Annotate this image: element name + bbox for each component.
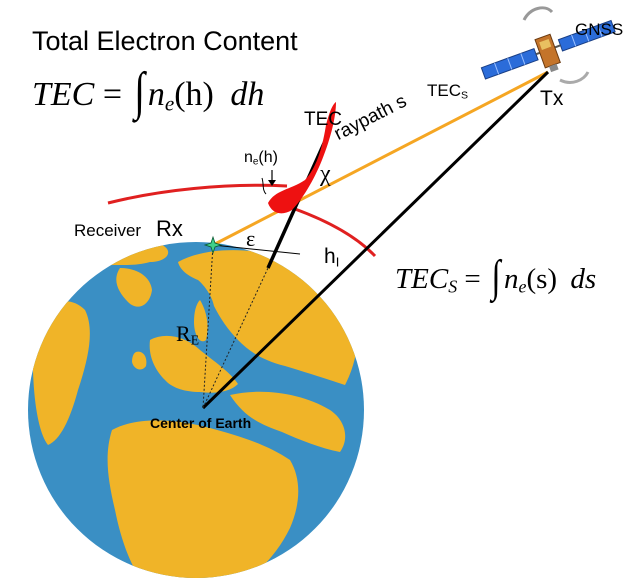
formula-vertical-lhs: TEC	[32, 76, 94, 113]
formula-slant: TECS = ∫ne(s) ds	[395, 265, 596, 295]
re-main: R	[176, 321, 191, 346]
hi-sub: I	[336, 254, 340, 269]
tecs-label-sub: S	[461, 90, 468, 102]
formula-vertical: TEC = ∫ne(h) dh	[32, 78, 264, 114]
formula-slant-diff: ds	[570, 263, 596, 295]
re-sub: E	[191, 332, 199, 347]
hi-main: h	[324, 245, 336, 268]
center-label: Center of Earth	[150, 416, 251, 430]
formula-vertical-diff: dh	[230, 76, 264, 113]
formula-slant-n: n	[504, 263, 519, 295]
formula-vertical-integral: ∫	[134, 67, 145, 120]
formula-vertical-n: n	[148, 76, 165, 113]
ne-h-arg: (h)	[258, 149, 278, 166]
formula-slant-eq: =	[464, 263, 480, 295]
formula-slant-integral: ∫	[491, 255, 500, 300]
chi-label: χ	[320, 162, 331, 186]
epsilon-label: ε	[246, 228, 255, 250]
tecs-label-main: TEC	[427, 81, 461, 100]
formula-vertical-n-sub: e	[165, 91, 174, 115]
ne-h-n: n	[244, 149, 253, 166]
rx-label: Rx	[156, 218, 183, 240]
formula-slant-arg: (s)	[526, 263, 557, 295]
ionosphere-upper-arc	[108, 185, 287, 203]
formula-vertical-eq: =	[103, 76, 122, 113]
diagram-title: Total Electron Content	[32, 28, 298, 55]
formula-slant-lhs: TEC	[395, 263, 448, 295]
hi-label: hI	[324, 246, 339, 268]
tx-label: Tx	[540, 88, 563, 109]
earth-globe	[28, 241, 364, 578]
receiver-label: Receiver	[74, 222, 141, 239]
formula-vertical-arg: (h)	[174, 76, 214, 113]
ne-h-label: ne(h)	[244, 150, 278, 167]
gnss-label: GNSS	[575, 21, 623, 38]
re-label: RE	[176, 323, 199, 347]
formula-slant-lhs-sub: S	[448, 276, 457, 296]
tecs-label: TECS	[427, 82, 468, 101]
